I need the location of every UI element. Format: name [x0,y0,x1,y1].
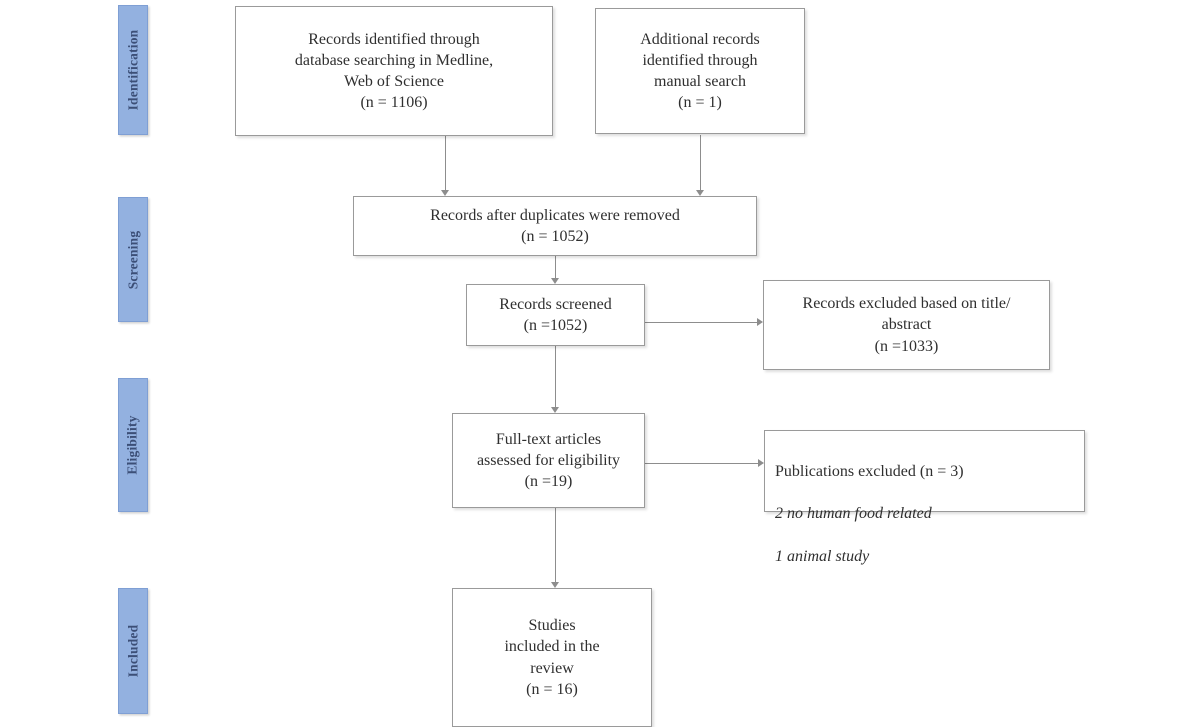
arrowhead-fulltext-to-publications-excluded [758,459,764,467]
box-publications-excluded-reason-1: 2 no human food related [775,505,932,523]
box-records-excluded-text: Records excluded based on title/ abstrac… [802,295,1011,355]
arrowhead-fulltext-to-included [551,582,559,588]
box-records-screened: Records screened (n =1052) [466,284,645,346]
box-full-text-assessed: Full-text articles assessed for eligibil… [452,413,645,508]
arrowhead-identified-to-duplicates [441,190,449,196]
box-additional-records-text: Additional records identified through ma… [640,30,760,112]
box-records-identified: Records identified through database sear… [235,6,553,136]
box-studies-included: Studies included in the review (n = 16) [452,588,652,727]
box-records-screened-text: Records screened (n =1052) [499,295,612,334]
stage-label-identification: Identification [118,5,148,135]
stage-label-eligibility: Eligibility [118,378,148,512]
stage-label-included-text: Included [125,624,140,678]
box-records-excluded: Records excluded based on title/ abstrac… [763,280,1050,370]
box-records-after-duplicates: Records after duplicates were removed (n… [353,196,757,256]
box-records-after-duplicates-text: Records after duplicates were removed (n… [430,206,680,245]
arrowhead-screened-to-excluded [757,318,763,326]
connector-fulltext-to-included [555,508,556,582]
arrowhead-additional-to-duplicates [696,190,704,196]
connector-duplicates-to-screened [555,256,556,278]
stage-label-included: Included [118,588,148,714]
box-records-identified-text: Records identified through database sear… [294,30,494,112]
box-publications-excluded-reason-2: 1 animal study [775,547,870,565]
arrowhead-screened-to-fulltext [551,407,559,413]
box-studies-included-text: Studies included in the review (n = 16) [504,617,600,698]
connector-additional-to-duplicates [700,135,701,190]
stage-label-screening-text: Screening [125,230,140,289]
connector-identified-to-duplicates [445,136,446,190]
connector-screened-to-fulltext [555,346,556,407]
stage-label-screening: Screening [118,197,148,322]
connector-fulltext-to-publications-excluded [645,463,758,464]
connector-screened-to-excluded [645,322,757,323]
arrowhead-duplicates-to-screened [551,278,559,284]
box-additional-records: Additional records identified through ma… [595,8,805,134]
box-full-text-assessed-text: Full-text articles assessed for eligibil… [476,430,621,491]
box-publications-excluded-heading: Publications excluded (n = 3) [775,463,964,481]
box-publications-excluded: Publications excluded (n = 3) 2 no human… [764,430,1085,565]
box-publications-excluded-body: Publications excluded (n = 3) 2 no human… [775,440,964,567]
stage-label-eligibility-text: Eligibility [125,415,140,475]
stage-label-identification-text: Identification [125,29,140,111]
